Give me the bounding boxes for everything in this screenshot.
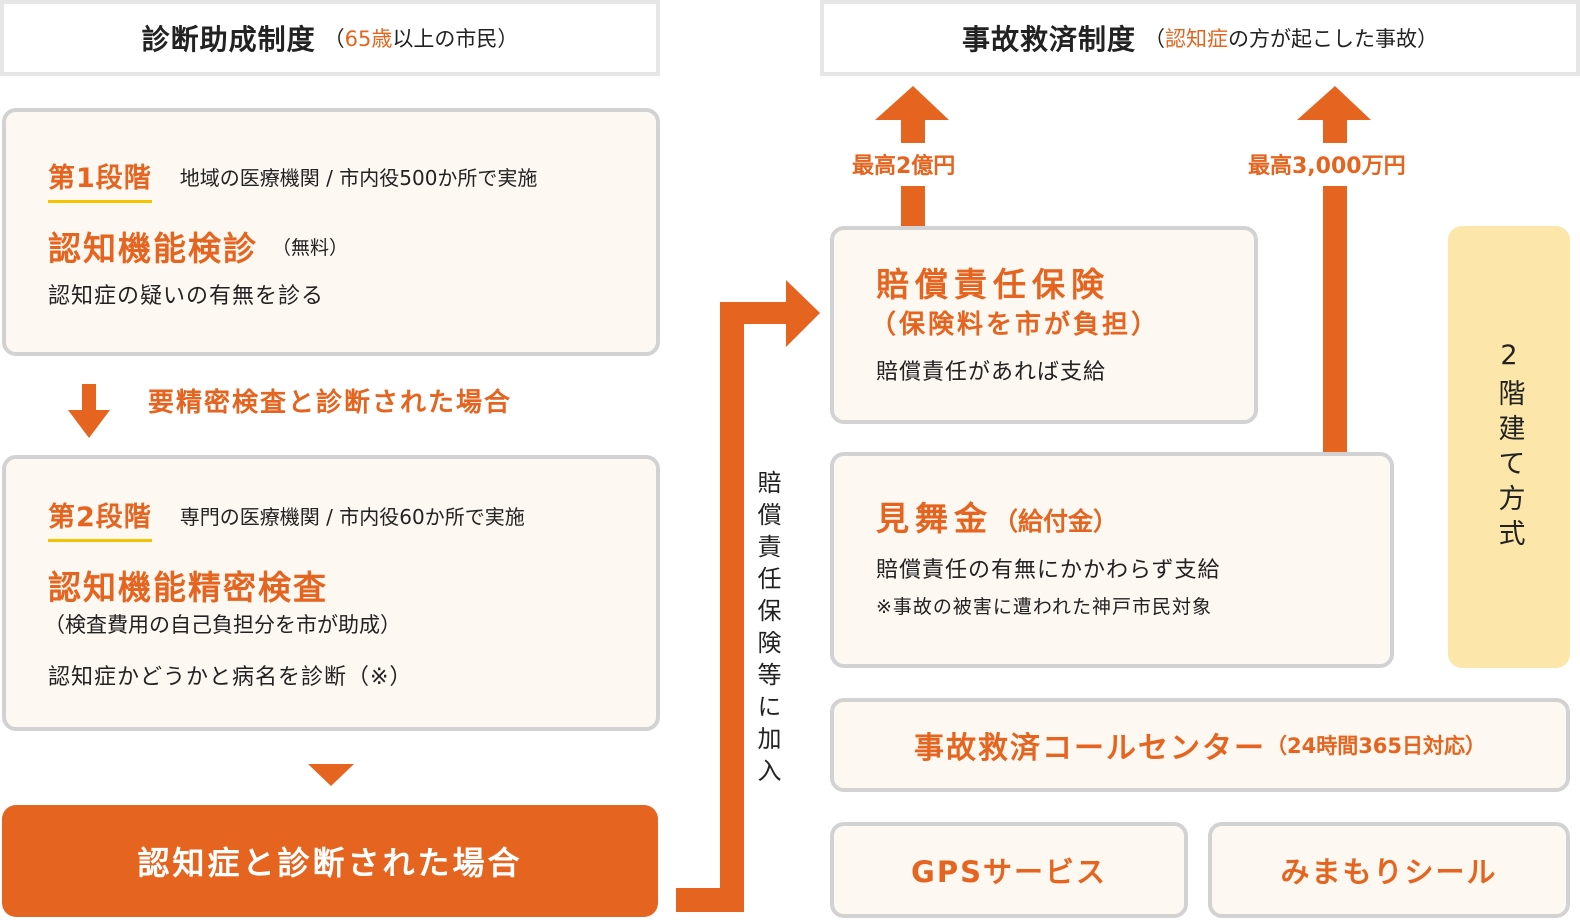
accident-relief-header: 事故救済制度 （認知症の方が起こした事故） <box>820 0 1580 76</box>
gps-service-card: GPSサービス <box>830 822 1188 918</box>
benefit-title: 見舞金 <box>876 499 993 538</box>
stage2-desc: 専門の医療機関 / 市内役60か所で実施 <box>179 505 525 529</box>
stage1-title: 認知機能検診 <box>48 229 258 268</box>
stage2-card: 第2段階 専門の医療機関 / 市内役60か所で実施 認知機能精密検査 （検査費用… <box>2 455 660 731</box>
two-storey-label-box: 2階建て方式 <box>1448 226 1570 668</box>
connector-label: 賠償責任保険等に加入 <box>753 470 781 790</box>
gps-service-label: GPSサービス <box>911 855 1107 889</box>
benefit-note: ※事故の被害に遭われた神戸市民対象 <box>876 596 1212 618</box>
arrow-up-icon <box>875 86 949 232</box>
stage2-label: 第2段階 <box>48 495 152 542</box>
insurance-body: 賠償責任があれば支給 <box>876 360 1107 385</box>
stage2-body: 認知症かどうかと病名を診断（※） <box>48 665 413 690</box>
benefit-title-note: （給付金） <box>993 507 1119 536</box>
elbow-arrow-icon <box>676 280 820 912</box>
benefit-body: 賠償責任の有無にかかわらず支給 <box>876 558 1221 583</box>
header-subtitle: （65歳以上の市民） <box>323 27 519 51</box>
stage1-label: 第1段階 <box>48 156 152 203</box>
call-center-title: 事故救済コールセンター <box>913 731 1266 766</box>
insurance-subtitle: （保険料を市が負担） <box>870 310 1161 340</box>
stage1-card: 第1段階 地域の医療機関 / 市内役500か所で実施 認知機能検診 （無料） 認… <box>2 108 660 356</box>
stage1-title-note: （無料） <box>272 236 349 259</box>
header-title: 事故救済制度 <box>961 23 1136 56</box>
benefit-title-row: 見舞金 （給付金） <box>876 492 1118 540</box>
diagnosed-box: 認知症と診断された場合 <box>2 805 658 917</box>
diagnosed-label: 認知症と診断された場合 <box>137 844 523 882</box>
dementia-highlight: 認知症 <box>1165 27 1228 51</box>
call-center-card: 事故救済コールセンター （24時間365日対応） <box>830 698 1570 792</box>
benefit-card: 見舞金 （給付金） 賠償責任の有無にかかわらず支給 ※事故の被害に遭われた神戸市… <box>830 452 1394 668</box>
triangle-down-icon <box>308 764 354 786</box>
stage2-subtitle: （検査費用の自己負担分を市が助成） <box>44 613 401 637</box>
benefit-max-amount: 最高3,000万円 <box>1248 154 1406 179</box>
stage1-body: 認知症の疑いの有無を診る <box>48 284 325 309</box>
call-center-note: （24時間365日対応） <box>1265 734 1487 758</box>
insurance-title: 賠償責任保険 <box>876 265 1110 304</box>
header-title: 診断助成制度 <box>141 23 316 56</box>
two-storey-label: 2階建て方式 <box>1493 340 1525 554</box>
stage1-header: 第1段階 地域の医療機関 / 市内役500か所で実施 <box>48 156 537 203</box>
transition-label: 要精密検査と診断された場合 <box>148 388 513 418</box>
arrow-down-icon <box>68 384 110 438</box>
header-subtitle: （認知症の方が起こした事故） <box>1144 27 1438 51</box>
diagnosis-subsidy-header: 診断助成制度 （65歳以上の市民） <box>0 0 660 76</box>
stage1-title-row: 認知機能検診 （無料） <box>48 222 348 270</box>
mimamori-seal-card: みまもりシール <box>1208 822 1570 918</box>
age-highlight: 65歳 <box>344 27 393 51</box>
stage2-title: 認知機能精密検査 <box>48 568 328 607</box>
insurance-card: 賠償責任保険 （保険料を市が負担） 賠償責任があれば支給 <box>830 226 1258 424</box>
arrow-up-icon <box>1297 86 1371 456</box>
insurance-max-amount: 最高2億円 <box>852 154 956 179</box>
stage1-desc: 地域の医療機関 / 市内役500か所で実施 <box>179 166 538 190</box>
stage2-header: 第2段階 専門の医療機関 / 市内役60か所で実施 <box>48 495 525 542</box>
mimamori-seal-label: みまもりシール <box>1280 855 1498 889</box>
